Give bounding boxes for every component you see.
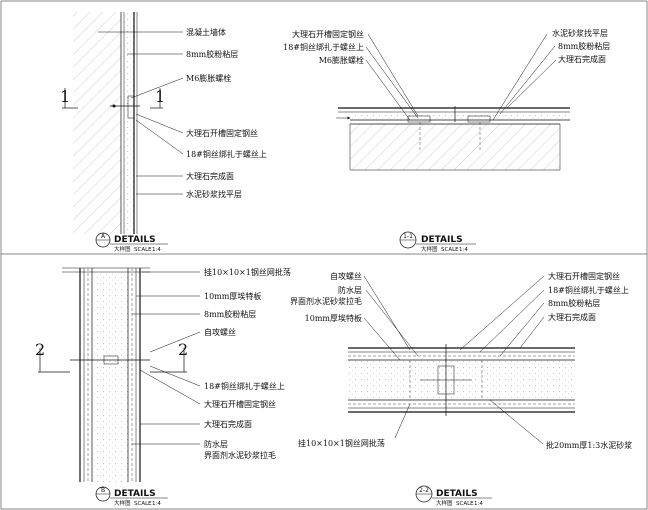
label-mesh-22: 挂10×10×1钢丝网批荡 — [298, 438, 385, 448]
svg-text:A: A — [101, 233, 106, 240]
title-block-1-1: 1-1 DETAILS 大样图 SCALE 1:4 — [399, 231, 476, 253]
label-adhesive-11: 8mm胶粉粘层 — [558, 41, 610, 51]
label-mortar-11: 水泥砂浆找平层 — [552, 28, 608, 38]
label-concrete-wall: 混凝土墙体 — [186, 27, 226, 37]
label-copper-wire: 18#铜丝绑扎于螺丝上 — [186, 149, 267, 159]
label-screw-b: 自攻螺丝 — [204, 327, 236, 337]
svg-text:1:4: 1:4 — [459, 247, 468, 253]
label-fixing-wire-b: 大理石开槽固定钢丝 — [204, 399, 276, 409]
svg-text:1:4: 1:4 — [474, 501, 483, 507]
panel-b: 2 2 挂10×10×1钢丝网批荡 10mm厚埃特板 8mm胶粉粘层 自攻螺丝 … — [35, 267, 291, 507]
label-board-22: 10mm厚埃特板 — [305, 313, 362, 323]
label-expansion-bolt-11: M6膨胀螺栓 — [319, 55, 364, 65]
title-block-a: A DETAILS 大样图 SCALE 1:4 — [95, 232, 168, 253]
svg-text:B: B — [101, 487, 105, 494]
svg-text:SCALE: SCALE — [134, 247, 152, 253]
label-interface-22: 界面剂水泥砂浆拉毛 — [290, 296, 362, 306]
label-board-b: 10mm厚埃特板 — [204, 291, 261, 301]
wire-fixing-right — [467, 115, 491, 123]
label-copper-wire-b: 18#铜丝绑扎于螺丝上 — [204, 381, 285, 391]
svg-text:大样图: 大样图 — [114, 499, 131, 507]
label-waterproof-22: 防水层 — [338, 285, 362, 295]
label-fixing-wire-22: 大理石开槽固定钢丝 — [548, 271, 620, 281]
concrete-slab — [350, 124, 560, 170]
svg-text:大样图: 大样图 — [421, 245, 438, 253]
svg-text:SCALE: SCALE — [456, 501, 474, 507]
section-mark-right: 1 — [155, 87, 165, 106]
label-adhesive-22: 8mm胶粉粘层 — [548, 298, 600, 308]
label-waterproof-b: 防水层 — [204, 439, 228, 449]
concrete-wall — [73, 12, 121, 234]
svg-text:1:4: 1:4 — [152, 247, 161, 253]
anchor-bolt — [127, 95, 135, 119]
svg-text:DETAILS: DETAILS — [114, 235, 156, 245]
svg-text:DETAILS: DETAILS — [436, 489, 478, 499]
svg-text:SCALE: SCALE — [441, 247, 459, 253]
section-mark-left: 1 — [60, 87, 70, 106]
panel-a: 1 1 混凝土墙体 8mm胶粉粘层 M6膨胀螺栓 大理石开槽固定钢丝 18#铜丝… — [60, 12, 267, 253]
section-mark-b-right: 2 — [178, 340, 188, 359]
mortar-core — [92, 272, 128, 482]
label-mortar-22: 批20mm厚1:3水泥砂浆 — [546, 440, 632, 450]
label-copper-wire-22: 18#铜丝绑扎于螺丝上 — [548, 285, 629, 295]
label-mortar-layer: 水泥砂浆找平层 — [186, 189, 242, 199]
label-adhesive: 8mm胶粉粘层 — [186, 49, 238, 59]
label-mesh-b: 挂10×10×1钢丝网批荡 — [204, 267, 291, 277]
label-interface-b: 界面剂水泥砂浆拉毛 — [204, 450, 276, 460]
svg-text:DETAILS: DETAILS — [421, 235, 463, 245]
label-marble-finish-22: 大理石完成面 — [548, 312, 596, 322]
svg-text:SCALE: SCALE — [134, 501, 152, 507]
label-marble-finish: 大理石完成面 — [186, 171, 234, 181]
title-block-2-2: 2-2 DETAILS 大样图 SCALE 1:4 — [415, 485, 492, 507]
label-marble-finish-11: 大理石完成面 — [558, 54, 606, 64]
label-adhesive-b: 8mm胶粉粘层 — [204, 309, 256, 319]
svg-text:大样图: 大样图 — [114, 245, 131, 253]
wire-fixing-left — [407, 115, 431, 123]
panel-1-1: 大理石开槽固定钢丝 18#铜丝绑扎于螺丝上 M6膨胀螺栓 水泥砂浆找平层 8mm… — [283, 28, 610, 253]
label-expansion-bolt: M6膨胀螺栓 — [186, 73, 231, 83]
label-copper-wire-11: 18#铜丝绑扎于螺丝上 — [283, 42, 364, 52]
label-marble-finish-b: 大理石完成面 — [204, 419, 252, 429]
title-block-b: B DETAILS 大样图 SCALE 1:4 — [95, 486, 168, 507]
svg-text:2-2: 2-2 — [419, 487, 429, 494]
label-fixing-wire: 大理石开槽固定钢丝 — [186, 128, 258, 138]
section-mark-b-left: 2 — [35, 340, 45, 359]
svg-text:大样图: 大样图 — [436, 499, 453, 507]
svg-text:1:4: 1:4 — [152, 501, 161, 507]
marble-layer — [124, 12, 134, 234]
label-screw-22: 自攻螺丝 — [330, 271, 362, 281]
svg-text:DETAILS: DETAILS — [114, 489, 156, 499]
panel-2-2: 自攻螺丝 防水层 界面剂水泥砂浆拉毛 10mm厚埃特板 大理石开槽固定钢丝 18… — [290, 271, 632, 507]
label-fixing-wire-11: 大理石开槽固定钢丝 — [292, 29, 364, 39]
svg-text:1-1: 1-1 — [403, 233, 413, 240]
